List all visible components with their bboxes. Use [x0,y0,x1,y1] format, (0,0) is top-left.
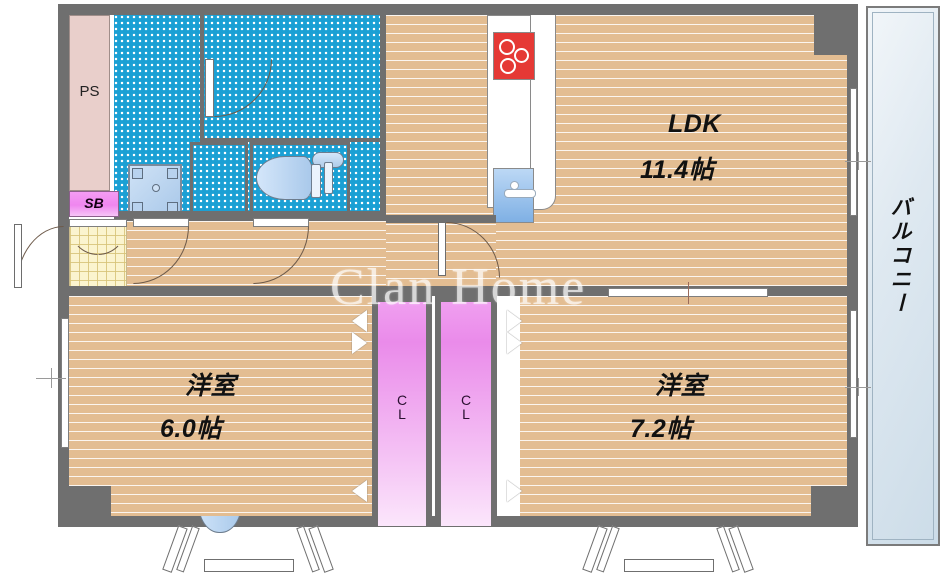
sliding-door-center-mark [688,282,689,304]
hallway-wall-right [386,215,496,223]
exterior-wall-right [847,4,858,527]
interior-wall-mid [58,286,858,296]
ldk-area-label: 11.4帖 [640,156,715,184]
interior-wall-wet-ldk [380,15,386,215]
closet-right-fold-chevron-top2 [507,332,522,354]
gas-stove-icon [493,32,535,80]
bedroom-left-floor [69,296,372,516]
closet-left-fold-chevron-top2 [352,332,367,354]
toilet-flush-lever-icon [324,162,333,194]
entrance-closet-door [69,219,127,227]
bedroom-right-floor [520,296,847,516]
kitchen-sink-icon [493,168,536,223]
bedroom-left-area-label: 6.0帖 [160,415,222,443]
bedroom-right-area-label: 7.2帖 [630,415,692,443]
ldk-name-label: LDK [668,110,721,138]
shoe-box-area [69,191,119,217]
entrance-door-arc [16,226,64,288]
ldk-window-right [850,88,857,216]
bedroom-right-corner-block [811,486,847,516]
toilet-bowl-icon [256,156,314,200]
balcony-label: バルコニー [888,196,911,316]
ldk-window-dimension-mark [845,152,871,170]
structural-column-top-right [814,15,847,55]
washing-machine-pan-icon [128,164,182,217]
bay-window-left [162,525,334,573]
entrance-door-leaf [14,224,22,288]
toilet-seat-icon [311,164,321,198]
bedroom-left-window [61,318,69,448]
washbasin-floor [193,145,245,212]
closet-left-fold-chevron-top [352,310,367,332]
balcony-inner-edge [872,12,934,540]
bedroom-left-name-label: 洋室 [185,372,237,400]
closet-right-fold-chevron-top [507,310,522,332]
kitchen-counter-front [531,15,556,210]
exterior-wall-top [58,4,858,15]
bay-window-right [582,525,754,573]
bedroom-left-corner-block [69,486,111,516]
bathroom-door-leaf [205,59,214,117]
bedroom-left-window-dimension-mark [36,368,66,388]
closet-left-fold-chevron-bottom2 [507,480,522,502]
sb-label: SB [84,195,104,211]
balcony-area [866,6,940,546]
ps-label: PS [79,83,100,100]
interior-wall-wet-bottom [114,211,386,221]
bedroom-right-window-dimension-mark [845,378,871,396]
pipe-shaft-area [69,15,110,191]
closet-right-area [441,302,491,526]
closet-left-area [378,302,426,526]
bedroom-right-name-label: 洋室 [655,372,707,400]
closet-left-fold-chevron-bottom [352,480,367,502]
bedroom-right-window [850,310,857,438]
ldk-door-leaf [438,222,446,276]
